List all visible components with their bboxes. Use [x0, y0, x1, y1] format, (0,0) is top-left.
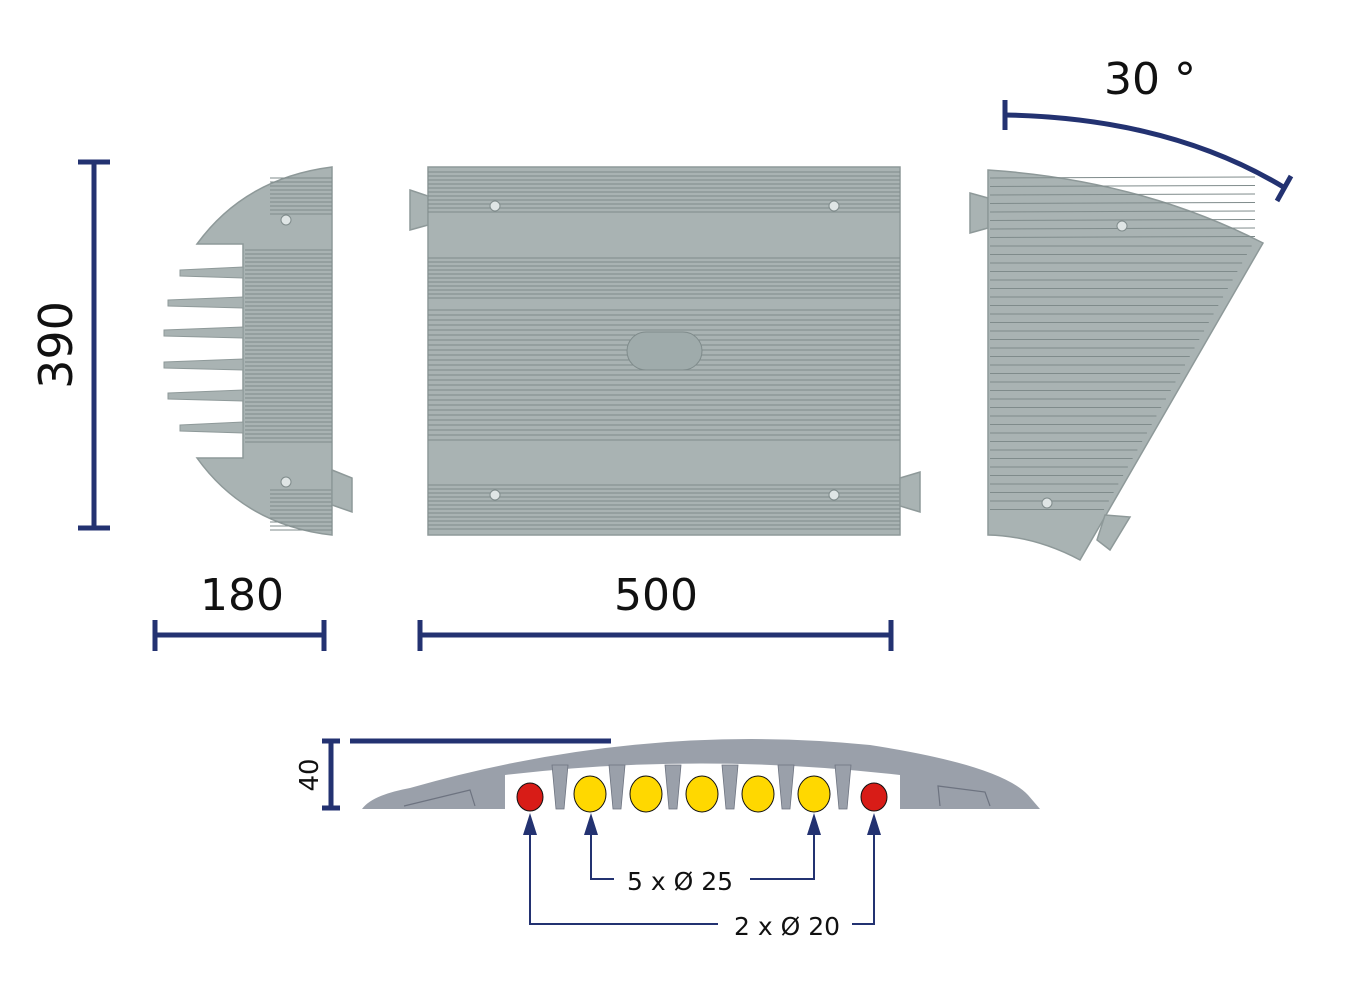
rib [551, 764, 569, 810]
dimension-angle: 30 ° [1002, 54, 1294, 203]
stripes-left [245, 177, 332, 531]
dimension-side-width: 180 [152, 570, 327, 651]
screw-hole [1041, 497, 1053, 509]
stripe [989, 176, 1256, 179]
dimension-length: 500 [417, 570, 894, 651]
screw-hole [489, 200, 501, 212]
fin [179, 266, 244, 279]
length-label: 500 [614, 570, 698, 621]
connector-tab [899, 470, 921, 514]
fin [167, 389, 244, 402]
large-channels-label: 5 x Ø 25 [627, 867, 733, 896]
stripes-center [428, 171, 900, 530]
dimension-height: 390 [29, 159, 110, 531]
side-width-label: 180 [200, 570, 284, 621]
cross-section: 40 5 x Ø 25 2 x Ø 20 [295, 738, 1040, 941]
center-oval [626, 331, 703, 371]
connector-tab [1096, 514, 1132, 552]
fin [163, 326, 244, 339]
small-channels-label: 2 x Ø 20 [734, 912, 840, 941]
center-piece [409, 166, 921, 536]
large-channel [629, 775, 663, 813]
large-channel [573, 775, 607, 813]
stripe [989, 219, 1256, 221]
rib [721, 764, 739, 810]
stripe [989, 236, 1256, 238]
rib [777, 764, 795, 810]
fin [167, 296, 244, 309]
rib [664, 764, 682, 810]
stripe [989, 210, 1256, 213]
end-piece-fins [163, 266, 244, 434]
rib [834, 764, 852, 810]
small-channel [516, 782, 544, 812]
screw-hole [280, 214, 292, 226]
screw-hole [828, 489, 840, 501]
connector-tab [331, 468, 353, 514]
screw-hole [280, 476, 292, 488]
angle-label: 30 ° [1104, 54, 1196, 105]
end-piece-left [163, 166, 353, 536]
thickness-label: 40 [295, 758, 325, 791]
small-channel [860, 782, 888, 812]
height-label: 390 [29, 301, 83, 389]
large-channel [741, 775, 775, 813]
fin [163, 358, 244, 371]
corner-piece [969, 169, 1265, 562]
large-channel [685, 775, 719, 813]
fin [179, 421, 244, 434]
callout-small-channels: 2 x Ø 20 [523, 813, 881, 941]
connector-tab [409, 188, 429, 231]
rib [608, 764, 626, 810]
screw-hole [489, 489, 501, 501]
section-ribs [551, 764, 852, 810]
callout-large-channels: 5 x Ø 25 [584, 813, 821, 896]
screw-hole [1116, 220, 1128, 232]
dimension-thickness: 40 [295, 738, 611, 811]
stripe [989, 202, 1256, 204]
cable-channels [516, 775, 888, 813]
stripe [989, 185, 1256, 187]
stripe [989, 193, 1256, 196]
large-channel [797, 775, 831, 813]
connector-tab [969, 192, 989, 234]
stripes-right [989, 176, 1256, 510]
screw-hole [828, 200, 840, 212]
